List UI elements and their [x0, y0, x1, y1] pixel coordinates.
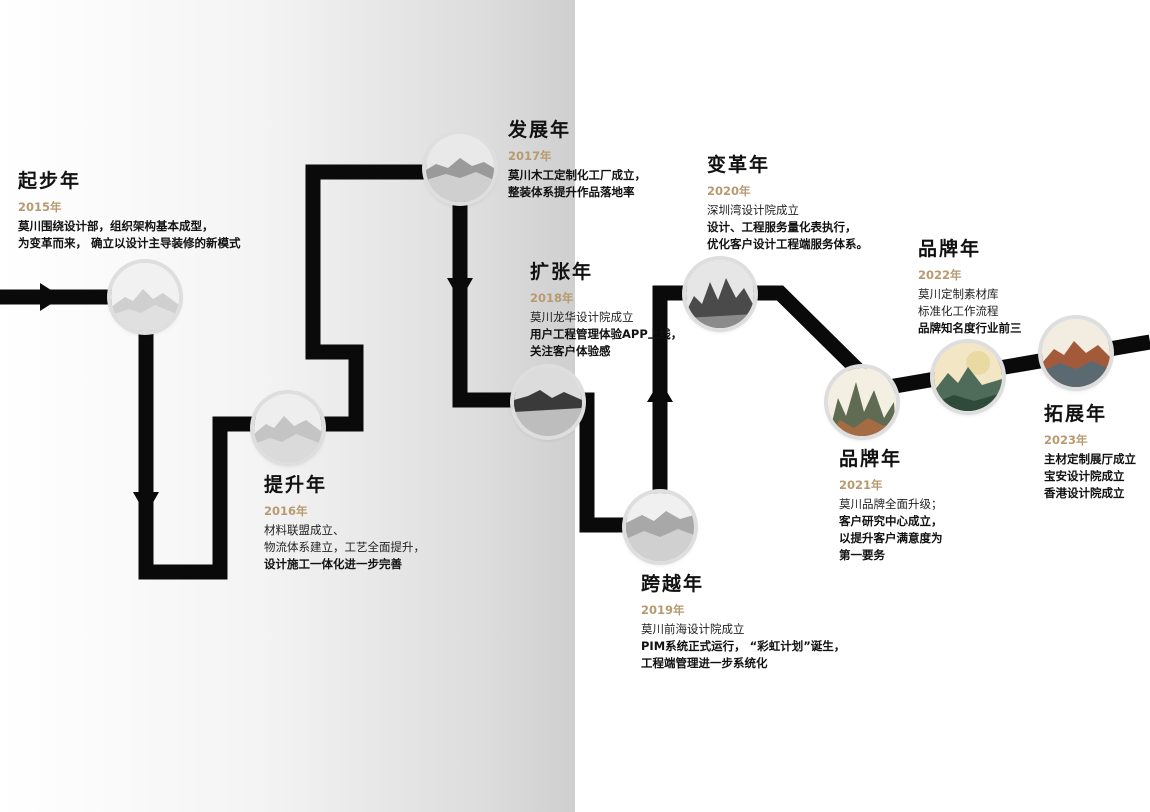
stage-description-line: 主材定制展厅成立: [1044, 452, 1136, 466]
stage-description-line: 宝安设计院成立: [1044, 469, 1125, 483]
stage-2019: 跨越年 2019年莫川前海设计院成立 PIM系统正式运行， “彩虹计划”诞生， 工程端…: [641, 569, 845, 672]
stage-description-line: 莫川围绕设计部，组织架构基本成型，: [18, 219, 214, 233]
stage-2016: 提升年 2016年材料联盟成立、物流体系建立，工艺全面提升， 设计施工一体化进一步完…: [264, 470, 425, 573]
stage-description-line: 为变革而来， 确立以设计主导装修的新模式: [18, 236, 241, 250]
ink-mountain-icon: [514, 368, 582, 436]
node-2023-painting: [1042, 319, 1110, 387]
node-2020-painting: [686, 260, 754, 328]
stage-description-line: 深圳湾设计院成立: [707, 203, 799, 217]
ink-mountain-icon: [254, 394, 322, 462]
stage-2022: 品牌年 2022年莫川定制素材库标准化工作流程品牌知名度行业前三: [918, 234, 1022, 337]
arrow-down-icon: [133, 492, 159, 515]
node-2021-painting: [828, 368, 896, 436]
stage-description-line: 整装体系提升作品落地率: [508, 185, 635, 199]
stage-year: 2019年: [641, 603, 685, 617]
stage-2018: 扩张年 2018年莫川龙华设计院成立用户工程管理体验APP上线， 关注客户体验感: [530, 257, 682, 360]
stage-2021: 品牌年 2021年莫川品牌全面升级； 客户研究中心成立， 以提升客户满意度为第一要务: [839, 444, 943, 564]
stage-description-line: 客户研究中心成立，: [839, 514, 943, 528]
arrow-up-icon: [647, 380, 673, 402]
stage-description-line: 第一要务: [839, 548, 885, 562]
stage-year: 2015年: [18, 200, 62, 214]
ink-mountain-icon: [111, 263, 179, 331]
stage-year: 2016年: [264, 504, 308, 518]
ink-mountain-icon: [686, 260, 754, 328]
stage-year: 2023年: [1044, 433, 1088, 447]
ink-mountain-icon: [626, 493, 694, 561]
stage-year: 2018年: [530, 291, 574, 305]
stage-title: 品牌年: [839, 448, 903, 470]
stage-title: 品牌年: [918, 238, 982, 260]
node-2017-painting: [426, 134, 494, 202]
stage-description-line: 用户工程管理体验APP上线，: [530, 327, 683, 341]
arrow-down-icon: [447, 278, 473, 301]
stage-description-line: 品牌知名度行业前三: [918, 321, 1022, 335]
stage-2023: 拓展年 2023年主材定制展厅成立宝安设计院成立香港设计院成立: [1044, 399, 1136, 502]
stage-description-line: 优化客户设计工程端服务体系。: [707, 237, 868, 251]
color-mountain-icon: [1042, 319, 1110, 387]
stage-description-line: 莫川定制素材库: [918, 287, 999, 301]
node-2019-painting: [626, 493, 694, 561]
node-2018-painting: [514, 368, 582, 436]
node-2016-painting: [254, 394, 322, 462]
stage-2020: 变革年 2020年深圳湾设计院成立设计、工程服务量化表执行， 优化客户设计工程端服务…: [707, 150, 868, 253]
stage-description-line: 莫川品牌全面升级；: [839, 497, 943, 511]
stage-year: 2020年: [707, 184, 751, 198]
stage-2017: 发展年 2017年莫川木工定制化工厂成立， 整装体系提升作品落地率: [508, 115, 646, 201]
stage-description-line: 工程端管理进一步系统化: [641, 656, 768, 670]
stage-year: 2021年: [839, 478, 883, 492]
stage-title: 变革年: [707, 154, 771, 176]
color-mountain-icon: [828, 368, 896, 436]
stage-description-line: 标准化工作流程: [918, 304, 999, 318]
stage-title: 拓展年: [1044, 403, 1108, 425]
stage-description-line: 莫川前海设计院成立: [641, 622, 745, 636]
stage-description-line: 香港设计院成立: [1044, 486, 1125, 500]
stage-year: 2017年: [508, 149, 552, 163]
sun-mountain-icon: [934, 343, 1002, 411]
stage-description-line: 设计施工一体化进一步完善: [264, 557, 402, 571]
stage-description-line: 莫川木工定制化工厂成立，: [508, 168, 646, 182]
stage-year: 2022年: [918, 268, 962, 282]
stage-description-line: PIM系统正式运行， “彩虹计划”诞生，: [641, 639, 846, 653]
stage-description-line: 以提升客户满意度为: [839, 531, 943, 545]
stage-title: 发展年: [508, 119, 572, 141]
stage-title: 跨越年: [641, 573, 705, 595]
stage-description-line: 材料联盟成立、: [264, 523, 345, 537]
stage-description-line: 关注客户体验感: [530, 344, 611, 358]
stage-title: 扩张年: [530, 261, 594, 283]
ink-mountain-icon: [426, 134, 494, 202]
stage-title: 提升年: [264, 474, 328, 496]
stage-2015: 起步年 2015年莫川围绕设计部，组织架构基本成型， 为变革而来， 确立以设计主导装…: [18, 166, 241, 252]
stage-description-line: 物流体系建立，工艺全面提升，: [264, 540, 425, 554]
stage-title: 起步年: [18, 170, 82, 192]
node-2022-painting: [934, 343, 1002, 411]
arrow-right-icon: [40, 283, 62, 311]
node-2015-painting: [111, 263, 179, 331]
stage-description-line: 设计、工程服务量化表执行，: [707, 220, 857, 234]
stage-description-line: 莫川龙华设计院成立: [530, 310, 634, 324]
